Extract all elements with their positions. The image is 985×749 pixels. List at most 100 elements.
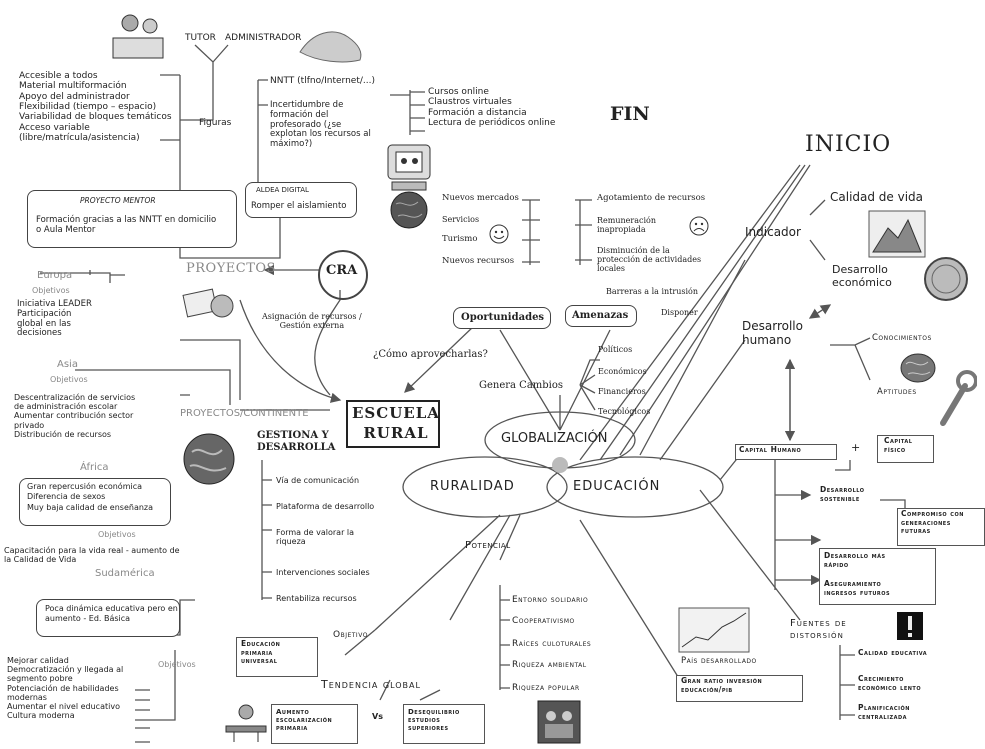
- cambios-item: Financieros: [598, 387, 646, 396]
- objetivo-label: Objetivo: [333, 630, 368, 640]
- potencial-item: Cooperativismo: [512, 616, 575, 626]
- cra-label: CRA: [326, 263, 358, 278]
- exclamation-icon: [897, 612, 923, 640]
- gestiona-item: Forma de valorar la riqueza: [276, 528, 355, 547]
- asia-text: Descentralización de servicios de admini…: [14, 393, 136, 439]
- figuras-label: Figuras: [199, 118, 232, 128]
- list-item: Mejorar calidad: [7, 656, 69, 665]
- line-graph-icon: [678, 607, 750, 653]
- desarrollo-sostenible-label: Desarrollo sostenible: [820, 485, 865, 503]
- list-item: Material multiformación: [19, 81, 127, 92]
- amenazas-item: Remuneración inapropiada: [597, 216, 656, 235]
- coin-icon: [922, 255, 970, 303]
- list-item: Variabilidad de bloques temáticos: [19, 112, 172, 123]
- list-item: Accesible a todos: [19, 71, 98, 81]
- list-item: modernas: [7, 692, 47, 702]
- list-item: Potenciación de habilidades: [7, 683, 119, 693]
- aseguramiento-text: Aseguramiento ingresos futuros: [824, 579, 891, 597]
- left-feature-list: Accesible a todos Material multiformació…: [19, 71, 172, 143]
- incertidumbre-text: Incertidumbre de formación del profesora…: [270, 100, 371, 150]
- compromiso-text: Compromiso con generaciones futuras: [901, 509, 964, 536]
- list-item: Lectura de periódicos online: [428, 118, 556, 129]
- fuentes-item: Planificación centralizada: [858, 703, 910, 721]
- fuentes-item: Crecimiento económico lento: [858, 674, 922, 692]
- aldea-title: ALDEA DIGITAL: [256, 186, 309, 194]
- desarrollo-economico-label: Desarrollo económico: [832, 263, 892, 289]
- cambios-item: Económicos: [598, 367, 647, 376]
- proyecto-mentor-text: Formación gracias a las NNTT en domicili…: [36, 215, 217, 235]
- list-item: Apoyo del administrador: [19, 91, 130, 102]
- educacion-primaria-text: Educación primaria universal: [241, 639, 281, 666]
- amenazas-node: Amenazas: [565, 305, 637, 327]
- capital-humano-label: Capital Humano: [739, 445, 802, 454]
- genera-cambios-label: Genera Cambios: [479, 380, 564, 391]
- list-item: Cursos online: [428, 87, 489, 97]
- asignacion-text: Asignación de recursos / Gestión externa: [262, 312, 362, 331]
- list-item: Formación a distancia: [428, 107, 527, 118]
- indicador-label: Indicador: [745, 225, 801, 239]
- students-group-icon: [537, 700, 581, 744]
- list-item: Claustros virtuales: [428, 97, 512, 108]
- list-item: Acceso variable: [19, 122, 90, 133]
- cambios-item: Políticos: [598, 345, 633, 354]
- aldea-digital-box: ALDEA DIGITAL Romper el aislamiento: [245, 182, 357, 218]
- potencial-item: Riqueza popular: [512, 683, 580, 693]
- africa-box-text: Gran repercusión económica Diferencia de…: [27, 482, 154, 512]
- capital-fisico-label: Capital físico: [884, 436, 913, 454]
- proyectos-continente-label: PROYECTOS/CONTINENTE: [180, 408, 309, 419]
- africa-title: África: [80, 462, 109, 473]
- potencial-item: Riqueza ambiental: [512, 660, 587, 670]
- wrench-icon: [935, 368, 978, 428]
- student-desk-icon: [222, 700, 270, 745]
- cambios-item: Tecnológicos: [598, 407, 651, 416]
- asia-objetivos: Objetivos: [50, 375, 88, 384]
- escuela-rural-label: ESCUELA RURAL: [352, 404, 440, 442]
- tendencia-label: Tendencia global: [321, 678, 421, 691]
- desarrollo-rapido-box: Desarrollo más rápido Aseguramiento ingr…: [819, 548, 936, 605]
- escuela-rural-node: ESCUELA RURAL: [346, 400, 440, 448]
- vs-label: Vs: [372, 712, 383, 721]
- capital-fisico-box: Capital físico: [877, 435, 934, 463]
- smiley-happy-icon: [488, 223, 510, 245]
- list-item: segmento pobre: [7, 674, 73, 684]
- como-aprovecharlas: ¿Cómo aprovecharlas?: [373, 349, 488, 360]
- desarrollo-rapido-text: Desarrollo más rápido: [824, 551, 886, 569]
- earth-globe-icon: [182, 432, 237, 487]
- amenazas-label: Amenazas: [572, 310, 629, 321]
- tutor-label: TUTOR: [185, 33, 216, 43]
- africa-text: Capacitación para la vida real - aumento…: [4, 546, 180, 565]
- sudamerica-items: Mejorar calidad Democratización y llegad…: [7, 656, 123, 720]
- oportunidades-item: Servicios: [442, 215, 480, 224]
- africa-objetivos: Objetivos: [98, 530, 136, 539]
- aumento-text: Aumento escolarización primaria: [276, 708, 333, 733]
- plus-sign: +: [851, 441, 861, 454]
- amenazas-item: Disminución de la protección de activida…: [597, 246, 702, 274]
- proyecto-mentor-box: PROYECTO MENTOR Formación gracias a las …: [27, 190, 237, 248]
- europa-objetivos: Objetivos: [32, 286, 70, 295]
- fuentes-label: Fuentes de distorsión: [790, 618, 847, 641]
- ruralidad-label: RURALIDAD: [430, 479, 515, 494]
- list-item: (libre/matrícula/asistencia): [19, 133, 140, 144]
- administrador-label: ADMINISTRADOR: [225, 33, 302, 43]
- mountain-chart-icon: [868, 210, 926, 258]
- compromiso-box: Compromiso con generaciones futuras: [897, 508, 985, 546]
- gran-ratio-box: Gran ratio inversión educación/pib: [676, 675, 803, 702]
- capital-humano-box: Capital Humano: [735, 444, 837, 460]
- desequilibrio-box: Desequilibrio estudios superiores: [403, 704, 485, 744]
- europa-title: Europa: [37, 270, 73, 281]
- desequilibrio-text: Desequilibrio estudios superiores: [408, 708, 460, 733]
- list-item: Aumentar el nivel educativo: [7, 701, 120, 711]
- computer-globe-icon: [378, 140, 440, 230]
- aldea-text: Romper el aislamiento: [251, 201, 347, 211]
- aumento-box: Aumento escolarización primaria: [271, 704, 358, 744]
- gestiona-item: Plataforma de desarrollo: [276, 502, 375, 511]
- potencial-item: Raíces culoturales: [512, 639, 592, 649]
- gestiona-item: Intervenciones sociales: [276, 568, 370, 577]
- sudamerica-objetivos: Objetivos: [158, 660, 196, 669]
- inicio-label: INICIO: [805, 132, 892, 157]
- list-item: Flexibilidad (tiempo – espacio): [19, 102, 157, 113]
- potencial-item: Entorno solidario: [512, 595, 589, 605]
- gran-ratio-text: Gran ratio inversión educación/pib: [681, 676, 763, 694]
- disponer-label: Disponer: [661, 308, 698, 317]
